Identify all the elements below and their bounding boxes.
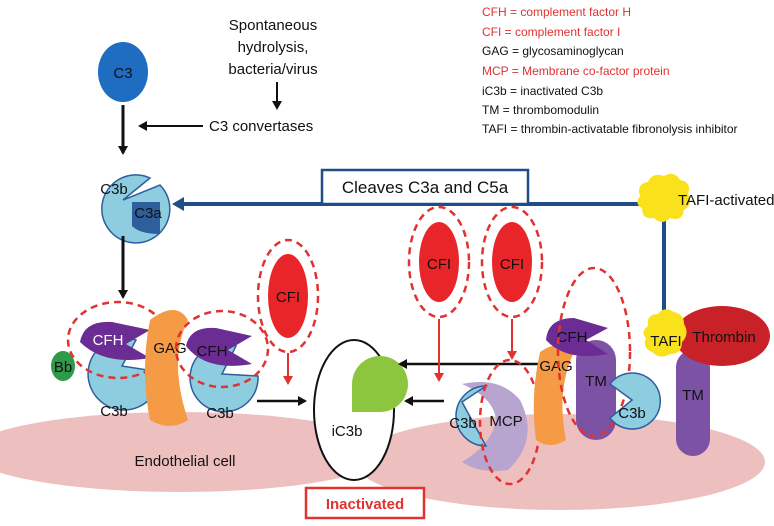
cfi-left-label: CFI [276,289,300,306]
gag-left-label: GAG [153,340,186,357]
endothelial-membrane-left [0,412,390,492]
c3b-top-label: C3b [100,181,128,198]
tafi-activated-blob [637,173,691,222]
thrombin-molecule: Thrombin [674,306,770,366]
c3b-mid-left-label: C3b [206,405,234,422]
cleaves-label: Cleaves C3a and C5a [342,178,509,197]
cfh-mid-left-dashed-circle [174,309,270,389]
legend-cfi: CFI = complement factor I [482,25,620,39]
endothelial-cell-label: Endothelial cell [135,453,236,470]
legend-tafi: TAFI = thrombin-activatable fibronolysis… [482,122,738,136]
endothelial-membrane-right [355,414,765,510]
cleaves-box [320,168,530,206]
bb-molecule: Bb [51,351,75,381]
cfi-right-label: CFI [500,256,524,273]
tm-right: TM [676,350,710,456]
cfi-middle-label: CFI [427,256,451,273]
thrombin-label: Thrombin [692,329,755,346]
source-note-line-3: bacteria/virus [228,61,317,78]
legend-gag: GAG = glycosaminoglycan [482,44,624,58]
c3-molecule: C3 [98,42,148,102]
inactivated-label: Inactivated [326,496,404,513]
source-note-line-1: Spontaneous [229,17,317,34]
gag-left: GAG [145,310,188,426]
ic3b-molecule: iC3b [332,356,408,440]
c3b-c3a-complex: C3b C3a [100,174,171,244]
cfh-mid-left: CFH [186,327,252,366]
tafi-label: TAFI [650,333,681,350]
cfi-right-dashed-circle [480,205,544,319]
cfh-mid-left-label: CFH [197,343,228,360]
cfh-left: CFH [80,321,150,360]
cfi-right: CFI [492,222,532,302]
c3-label: C3 [113,65,132,82]
tm-center-label: TM [585,373,607,390]
cfh-left-label: CFH [93,332,124,349]
cfh-right: CFH [546,318,608,357]
legend-cfh: CFH = complement factor H [482,5,631,19]
c3b-far-right-label: C3b [618,405,646,422]
inactivated-box [304,486,426,520]
c3b-mcp-label: C3b [449,415,477,432]
cfh-right-label: CFH [557,329,588,346]
cfi-left-dashed-circle [256,238,320,354]
tafi-molecule: TAFI [643,309,687,357]
c3b-mcp: C3b [449,385,489,447]
legend: CFH = complement factor H CFI = compleme… [482,5,738,136]
spontaneous-hydrolysis-note: Spontaneous hydrolysis, bacteria/virus [228,17,317,78]
ic3b-label: iC3b [332,423,363,440]
tm-right-label: TM [682,387,704,404]
bb-label: Bb [54,359,72,376]
gag-right: GAG [533,345,574,445]
c3b-far-right: C3b [608,372,661,430]
cfi-middle-dashed-circle [407,205,471,319]
tm-center: TM [576,340,616,440]
c3a-label: C3a [134,205,162,222]
c3b-left-label: C3b [100,403,128,420]
gag-right-label: GAG [539,358,572,375]
source-note-line-2: hydrolysis, [238,39,309,56]
cfi-middle: CFI [419,222,459,302]
mcp-molecule: MCP [462,382,528,471]
cfi-left: CFI [268,254,308,338]
mcp-label: MCP [489,413,522,430]
legend-tm: TM = thrombomodulin [482,103,599,117]
legend-ic3b: iC3b = inactivated C3b [482,84,603,98]
legend-mcp: MCP = Membrane co-factor protein [482,64,670,78]
cfh-right-dashed-circle [556,266,632,438]
tafi-activated-label: TAFI-activated [678,192,774,209]
c3-convertases-label: C3 convertases [209,118,313,135]
